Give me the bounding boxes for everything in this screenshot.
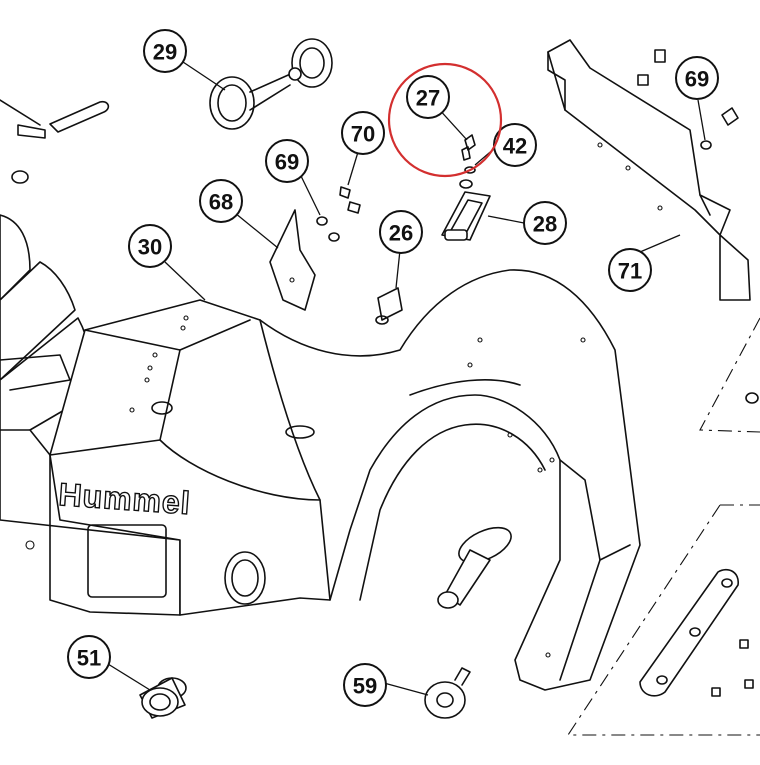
standoff-part [375,287,403,325]
callout-71-label: 71 [618,259,642,284]
callout-26: 26 [379,210,423,254]
callout-28: 28 [523,201,567,245]
leader-lines [107,61,706,696]
callout-69-right-label: 69 [685,67,709,92]
callout-70: 70 [341,111,385,155]
right-bracket-part [547,39,751,301]
callout-69-right: 69 [675,56,719,100]
callout-27: 27 [406,75,450,119]
highlight-ring [387,62,503,178]
callout-69-left: 69 [265,139,309,183]
washers [316,186,361,242]
bushing-part [139,677,187,719]
callout-29-label: 29 [153,40,177,65]
clamp-assembly [209,38,333,130]
callout-51-label: 51 [77,646,101,671]
callout-59-label: 59 [353,674,377,699]
callout-69-left-label: 69 [275,150,299,175]
latch-part [441,191,491,241]
callout-28-label: 28 [533,212,557,237]
callout-70-label: 70 [351,122,375,147]
knob-part [424,667,471,719]
callout-42: 42 [493,123,537,167]
callout-26-label: 26 [389,221,413,246]
callout-68-label: 68 [209,190,233,215]
callout-42-label: 42 [503,134,527,159]
callout-29: 29 [143,29,187,73]
callout-27-label: 27 [416,86,440,111]
screws-part [459,134,476,189]
bracket-part [269,209,316,311]
brand-lettering: Hummel [58,476,192,521]
callout-51: 51 [67,635,111,679]
right-panels [566,317,760,736]
main-housing [0,214,641,691]
callout-68: 68 [199,179,243,223]
drive-shaft [437,526,512,609]
small-bolts [637,49,739,150]
wing-bolt [0,99,110,184]
callout-30-label: 30 [138,235,162,260]
callout-30: 30 [128,224,172,268]
callout-59: 59 [343,663,387,707]
callout-71: 71 [608,248,652,292]
